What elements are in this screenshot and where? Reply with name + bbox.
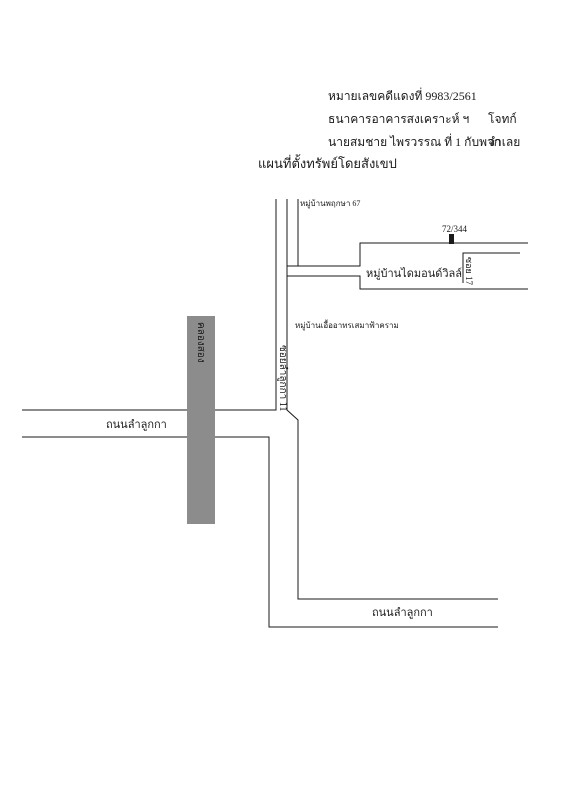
soi-17-label: ซอย 17 — [464, 257, 474, 286]
soi-11-left-edge — [215, 199, 277, 411]
property-number-label: 72/344 — [442, 224, 468, 234]
diamond-ville-road-bottom — [287, 275, 528, 290]
khlong-label: คลองสอง — [195, 322, 206, 363]
map-title: แผนที่ตั้งทรัพย์โดยสังเขป — [258, 156, 397, 171]
plaintiff-role: โจทก์ — [488, 112, 517, 126]
road-network — [22, 199, 528, 628]
soi-17-outline — [462, 252, 520, 283]
property-marker — [449, 234, 454, 244]
defendant-name: นายสมชาย ไพรวรรณ ที่ 1 กับพวก — [328, 135, 501, 149]
soi-vertical-label: ซอยลำลูกกา 11 — [277, 345, 288, 411]
canal — [187, 316, 215, 524]
plaintiff-name: ธนาคารอาคารสงเคราะห์ ฯ — [328, 112, 470, 126]
road-left-label: ถนนลำลูกกา — [106, 419, 167, 431]
main-road-inner-edge — [286, 276, 498, 600]
village-top-label: หมู่บ้านพฤกษา 67 — [300, 199, 360, 209]
defendant-role: จำเลย — [488, 135, 521, 149]
main-road-outer-edge — [215, 436, 498, 628]
diamond-ville-road-top — [287, 242, 528, 267]
case-number: หมายเลขคดีแดงที่ 9983/2561 — [328, 89, 477, 103]
village-main-label: หมู่บ้านไดมอนด์วิลล์ — [366, 267, 462, 280]
village-middle-label: หมู่บ้านเอื้ออาทรเสมาฟ้าคราม — [295, 319, 399, 331]
road-bottom-label: ถนนลำลูกกา — [372, 607, 433, 619]
